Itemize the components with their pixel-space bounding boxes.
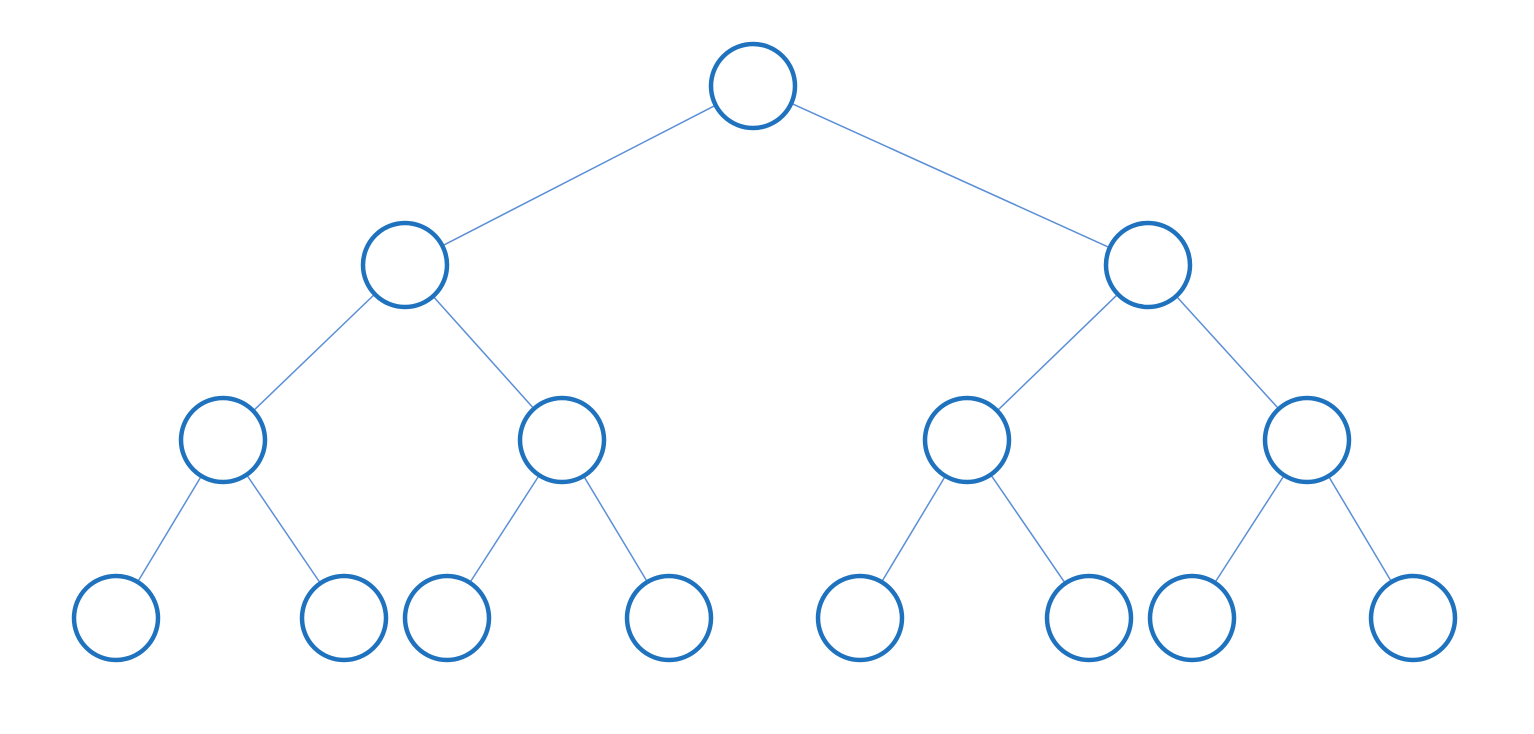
tree-edge-n0-n1 bbox=[442, 104, 716, 247]
tree-edge-n2-n6 bbox=[1175, 295, 1280, 410]
tree-node-n2 bbox=[1103, 220, 1193, 310]
tree-node-n9 bbox=[402, 573, 492, 663]
tree-node-n7 bbox=[71, 573, 161, 663]
tree-edges bbox=[136, 102, 1393, 584]
tree-edge-n3-n7 bbox=[136, 475, 203, 583]
tree-node-n8 bbox=[299, 573, 389, 663]
tree-node-n1 bbox=[360, 220, 450, 310]
tree-edge-n3-n8 bbox=[245, 474, 322, 584]
tree-node-n4 bbox=[517, 395, 607, 485]
tree-nodes bbox=[71, 41, 1458, 663]
tree-edge-n0-n2 bbox=[790, 102, 1111, 249]
tree-edge-n1-n4 bbox=[432, 295, 535, 410]
tree-edge-n1-n3 bbox=[252, 293, 376, 412]
tree-edge-n6-n13 bbox=[1214, 474, 1285, 584]
tree-node-n10 bbox=[624, 573, 714, 663]
tree-edge-n5-n11 bbox=[880, 475, 947, 583]
tree-edge-n4-n10 bbox=[582, 475, 649, 583]
tree-node-n5 bbox=[922, 395, 1012, 485]
tree-edge-n6-n14 bbox=[1327, 475, 1393, 583]
tree-node-n12 bbox=[1044, 573, 1134, 663]
tree-node-n3 bbox=[178, 395, 268, 485]
tree-node-n11 bbox=[815, 573, 905, 663]
tree-node-n0 bbox=[708, 41, 798, 131]
tree-edge-n4-n9 bbox=[469, 474, 540, 584]
tree-node-n6 bbox=[1262, 395, 1352, 485]
tree-node-n13 bbox=[1147, 573, 1237, 663]
tree-node-n14 bbox=[1368, 573, 1458, 663]
tree-edge-n5-n12 bbox=[990, 474, 1066, 584]
tree-edge-n2-n5 bbox=[996, 293, 1119, 412]
